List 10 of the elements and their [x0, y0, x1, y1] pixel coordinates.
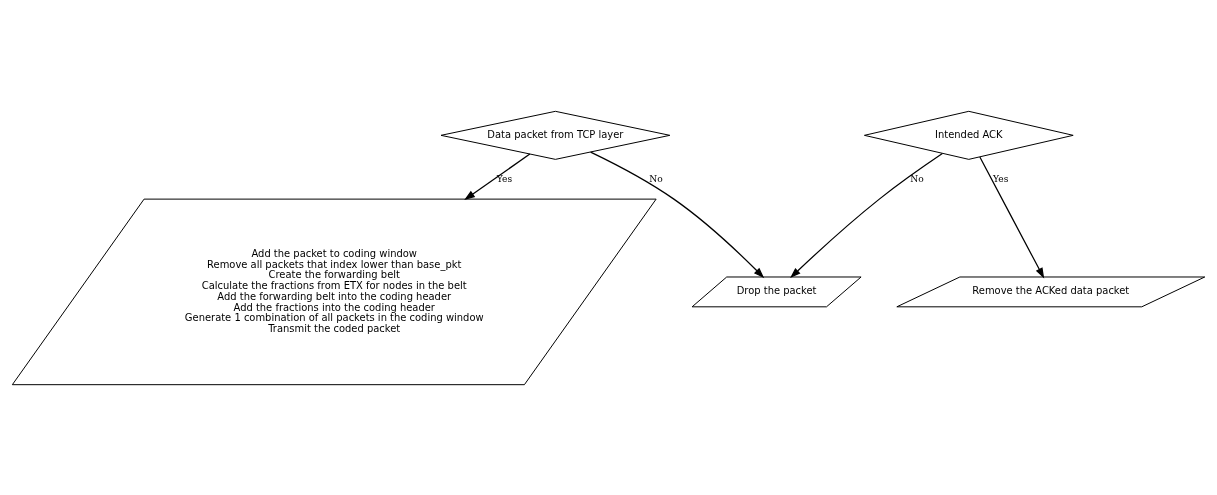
arrow: [979, 155, 1045, 279]
node-diamond: Data packet from TCP layer: [440, 110, 671, 160]
edge-label: No: [649, 173, 663, 184]
arrow: [464, 152, 531, 200]
arrow: [590, 151, 765, 278]
edge-label: Yes: [993, 173, 1009, 184]
edge-label: Yes: [496, 173, 513, 184]
node-diamond: Intended ACK: [863, 110, 1074, 160]
edge-label: No: [910, 173, 924, 184]
arrow: [790, 152, 943, 278]
